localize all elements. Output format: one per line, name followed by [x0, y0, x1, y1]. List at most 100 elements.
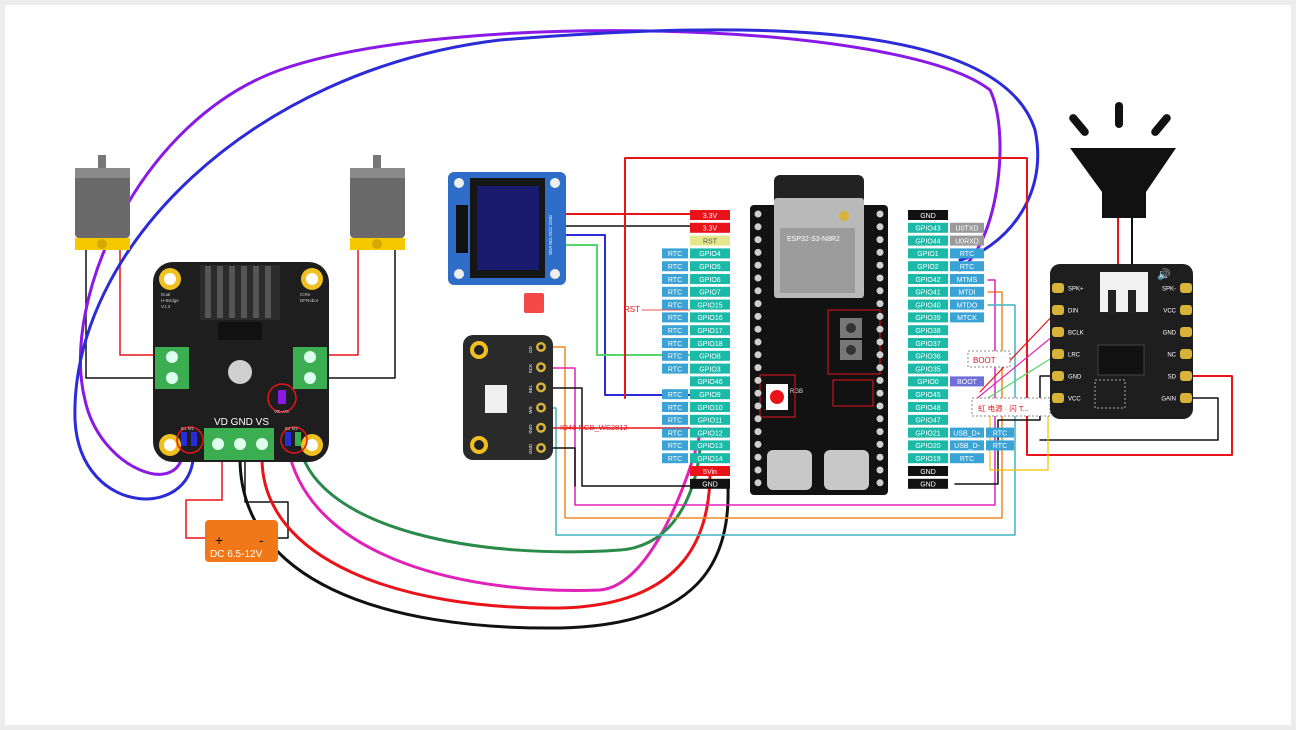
esp32-left-hole	[754, 312, 762, 320]
esp32-board: ESP32-S3-N8R2 RGB	[750, 175, 888, 495]
esp32-left-rtc-7-bg	[662, 299, 688, 310]
esp32-right-pin-15-bg	[908, 402, 948, 412]
esp32-left-pin-8-bg	[690, 312, 730, 323]
boot-annotation: BOOT	[973, 356, 996, 365]
esp32-left-hole	[754, 274, 762, 282]
esp32-right-hole	[876, 466, 884, 474]
esp32-right-pin-16-bg	[908, 414, 948, 425]
wires	[73, 28, 1233, 630]
esp32-left-pin-18: GPIO13	[697, 443, 722, 450]
esp32-left-rtc-17-bg	[662, 427, 688, 438]
esp32-left-pin-7-bg	[690, 299, 730, 310]
esp32-left-hole	[754, 338, 762, 346]
motor-right	[350, 155, 405, 250]
driver-jumper-label: VD=VS	[274, 409, 289, 414]
esp32-right-pin-8-bg	[908, 312, 948, 323]
supply-voltage-label: DC 6.5-12V	[210, 549, 263, 560]
esp32-right-hole	[876, 300, 884, 308]
esp32-right-hole	[876, 248, 884, 256]
esp32-right-hole	[876, 274, 884, 282]
esp32-left-rtc-11-bg	[662, 350, 688, 361]
sensor-pin-hole	[538, 344, 544, 350]
esp32-left-rtc-14-bg	[662, 389, 688, 400]
esp32-right-extra-3: RTC	[960, 251, 974, 258]
sensor-pin-hole	[538, 425, 544, 431]
esp32-right-pin-5: GPIO42	[915, 277, 940, 284]
green-driver-wire	[298, 443, 702, 554]
diagram-canvas: Dual H-Bridge V1.3 ICRe DFRobot E1 M1 E2…	[5, 5, 1291, 725]
esp32-left-rtc-17: RTC	[668, 430, 682, 437]
amp-left-pin-label-5: VCC	[1068, 397, 1081, 403]
oled-display: GND VCC SCL SDA	[448, 172, 566, 285]
esp32-left-rtc-8: RTC	[668, 315, 682, 322]
esp32-right-extra-1-bg	[950, 222, 984, 233]
amp-left-pin-label-4: GND	[1068, 375, 1082, 381]
esp32-left-pin-labels: 3.3V3.3VRSTGPIO4RTCGPIO5RTCGPIO6RTCGPIO7…	[662, 210, 730, 489]
esp32-left-pin-21-bg	[690, 478, 730, 489]
esp32-right-hole	[876, 325, 884, 333]
magenta-driver-wire	[286, 430, 702, 592]
esp32-left-hole	[754, 325, 762, 333]
esp32-left-pin-14-bg	[690, 389, 730, 400]
driver-brand-line-1: ICRe	[300, 292, 311, 297]
esp32-right-hole	[876, 440, 884, 448]
esp32-left-pin-14: GPIO9	[699, 392, 721, 399]
esp32-right-pin-0: GND	[920, 213, 936, 220]
esp32-right-hole	[876, 287, 884, 295]
esp32-left-pin-15: GPIO10	[697, 405, 722, 412]
motor-left-wire-black	[85, 247, 159, 379]
esp32-left-pin-18-bg	[690, 440, 730, 451]
amp-speaker-glyph: 🔊	[1157, 267, 1171, 281]
esp32-left-pin-15-bg	[690, 402, 730, 412]
esp32-left-rtc-11: RTC	[668, 354, 682, 361]
sensor-wire-black-2	[551, 447, 576, 487]
motor-left	[75, 155, 130, 250]
esp32-right-pin-20: GND	[920, 469, 936, 476]
esp32-left-hole	[754, 248, 762, 256]
esp32-left-rtc-19: RTC	[668, 456, 682, 463]
esp32-right-pin-21: GND	[920, 482, 936, 489]
amp-left-pin-label-3: LRC	[1068, 353, 1081, 359]
esp32-right-extra2-17-bg	[986, 427, 1014, 438]
esp32-left-rtc-16-bg	[662, 414, 688, 425]
esp32-left-pin-3-bg	[690, 248, 730, 259]
sensor-wire-orange	[551, 291, 1003, 519]
esp32-left-pin-16-bg	[690, 414, 730, 425]
esp32-left-pin-17: GPIO12	[697, 430, 722, 437]
esp32-right-extra-1: U0TXD	[956, 226, 979, 233]
esp32-left-pin-8: GPIO16	[697, 315, 722, 322]
driver-title-line-3: V1.3	[161, 304, 171, 309]
esp32-right-pin-17-bg	[908, 427, 948, 438]
esp32-right-extra-13-bg	[950, 376, 984, 387]
esp32-right-pin-1-bg	[908, 222, 948, 233]
esp32-right-pin-9: GPIO38	[915, 328, 940, 335]
esp32-left-pin-0: 3.3V	[703, 213, 718, 220]
esp32-left-hole	[754, 300, 762, 308]
esp32-right-pin-12-bg	[908, 363, 948, 374]
esp32-left-pin-17-bg	[690, 427, 730, 438]
esp32-left-pin-13: GPIO46	[697, 379, 722, 386]
esp32-left-rtc-5-bg	[662, 274, 688, 284]
esp32-left-rtc-3-bg	[662, 248, 688, 259]
esp32-right-hole	[876, 210, 884, 218]
esp32-right-hole	[876, 223, 884, 231]
esp32-left-rtc-18: RTC	[668, 443, 682, 450]
esp32-left-hole	[754, 351, 762, 359]
led-annotation: 虹 电源 · 闪 T...	[978, 403, 1029, 413]
esp32-right-extra-2-bg	[950, 235, 984, 246]
esp32-left-rtc-19-bg	[662, 453, 688, 464]
esp32-right-pin-19-bg	[908, 453, 948, 464]
gnd-to-amp-wire	[954, 375, 1059, 485]
esp32-right-hole	[876, 261, 884, 269]
amp-bclk-wire	[974, 331, 1059, 401]
esp32-left-rtc-15: RTC	[668, 405, 682, 412]
esp32-right-pin-0-bg	[908, 210, 948, 220]
purple-loop-wire	[79, 29, 1002, 476]
esp32-right-extra-8-bg	[950, 312, 984, 323]
esp32-left-hole	[754, 223, 762, 231]
esp32-right-extra-4: RTC	[960, 264, 974, 271]
esp32-left-pin-12: GPIO3	[699, 366, 721, 373]
esp32-right-pin-4: GPIO2	[917, 264, 939, 271]
esp32-right-pin-20-bg	[908, 466, 948, 476]
